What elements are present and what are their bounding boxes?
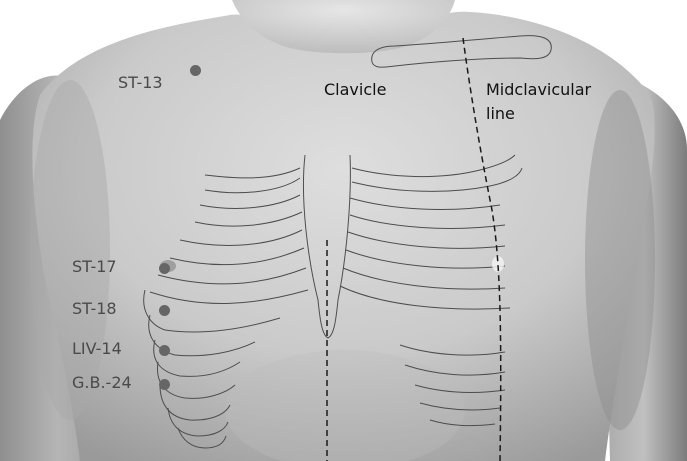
liv14-point-marker xyxy=(159,345,170,356)
clavicle-label: Clavicle xyxy=(324,81,386,99)
st17-label: ST-17 xyxy=(72,258,117,276)
midclavicular-line-label: line xyxy=(486,105,515,123)
midclavicular-label: Midclavicular xyxy=(486,81,591,99)
st17-point-marker xyxy=(159,263,170,274)
st18-label: ST-18 xyxy=(72,300,117,318)
st13-label: ST-13 xyxy=(118,74,163,92)
st13-point-marker xyxy=(190,65,201,76)
st18-point-marker xyxy=(159,305,170,316)
gb24-label: G.B.-24 xyxy=(72,374,132,392)
gb24-point-marker xyxy=(159,379,170,390)
liv14-label: LIV-14 xyxy=(72,340,122,358)
